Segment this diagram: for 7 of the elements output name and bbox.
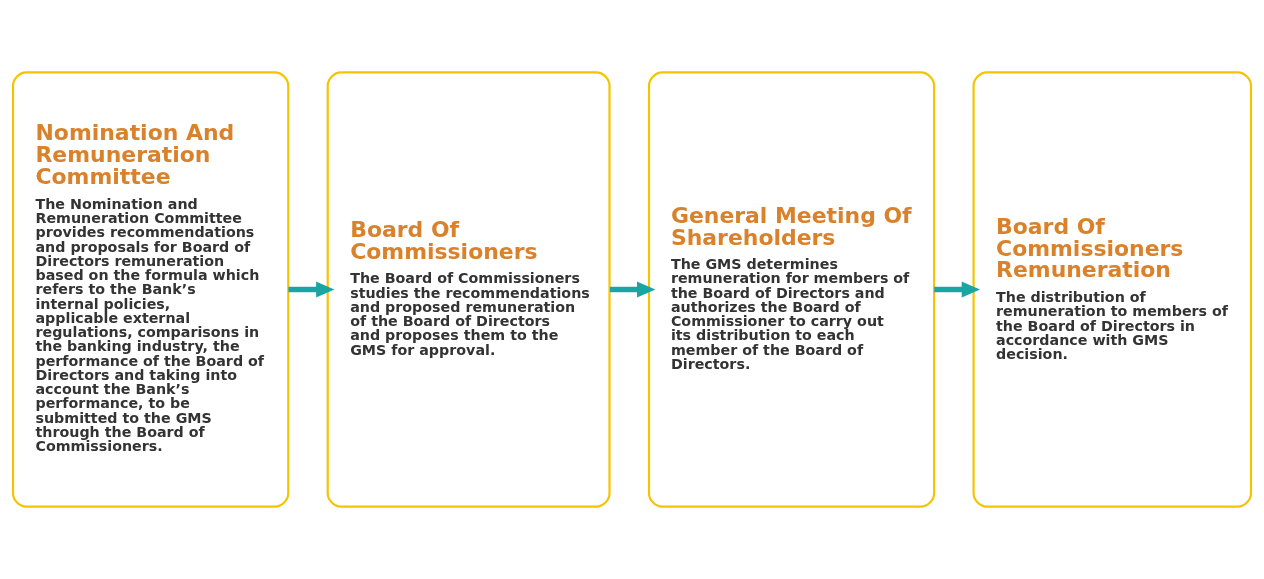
arrow	[934, 281, 981, 298]
node-box: Nomination And Remuneration Committee The Nomination and Remuneration Committee provides recommendations and proposals for Board of Directors remuneration based on the formula which refers to the Bank’s internal policies, applicable external regulations, comparisons in the banking industry, the performance of the Board of Directors and taking into account the Bank’s performance, to be submitted to the GMS through the Board of Commissioners.	[11, 71, 290, 508]
arrow	[609, 281, 656, 298]
node-box: Board Of Commissioners The Board of Commissioners studies the recommendations and proposed remuneration of the Board of Directors and proposes them to the GMS for approval.	[326, 71, 611, 508]
node-box: General Meeting Of Shareholders The GMS determines remuneration for members of the Board of Directors and authorizes the Board of Commissioner to carry out its distribution to each member of the Board of Directors.	[647, 71, 936, 508]
arrow	[288, 281, 335, 298]
node-box: Board Of Commissioners Remuneration The distribution of remuneration to members of the Board of Directors in accordance with GMS decision.	[972, 71, 1253, 508]
